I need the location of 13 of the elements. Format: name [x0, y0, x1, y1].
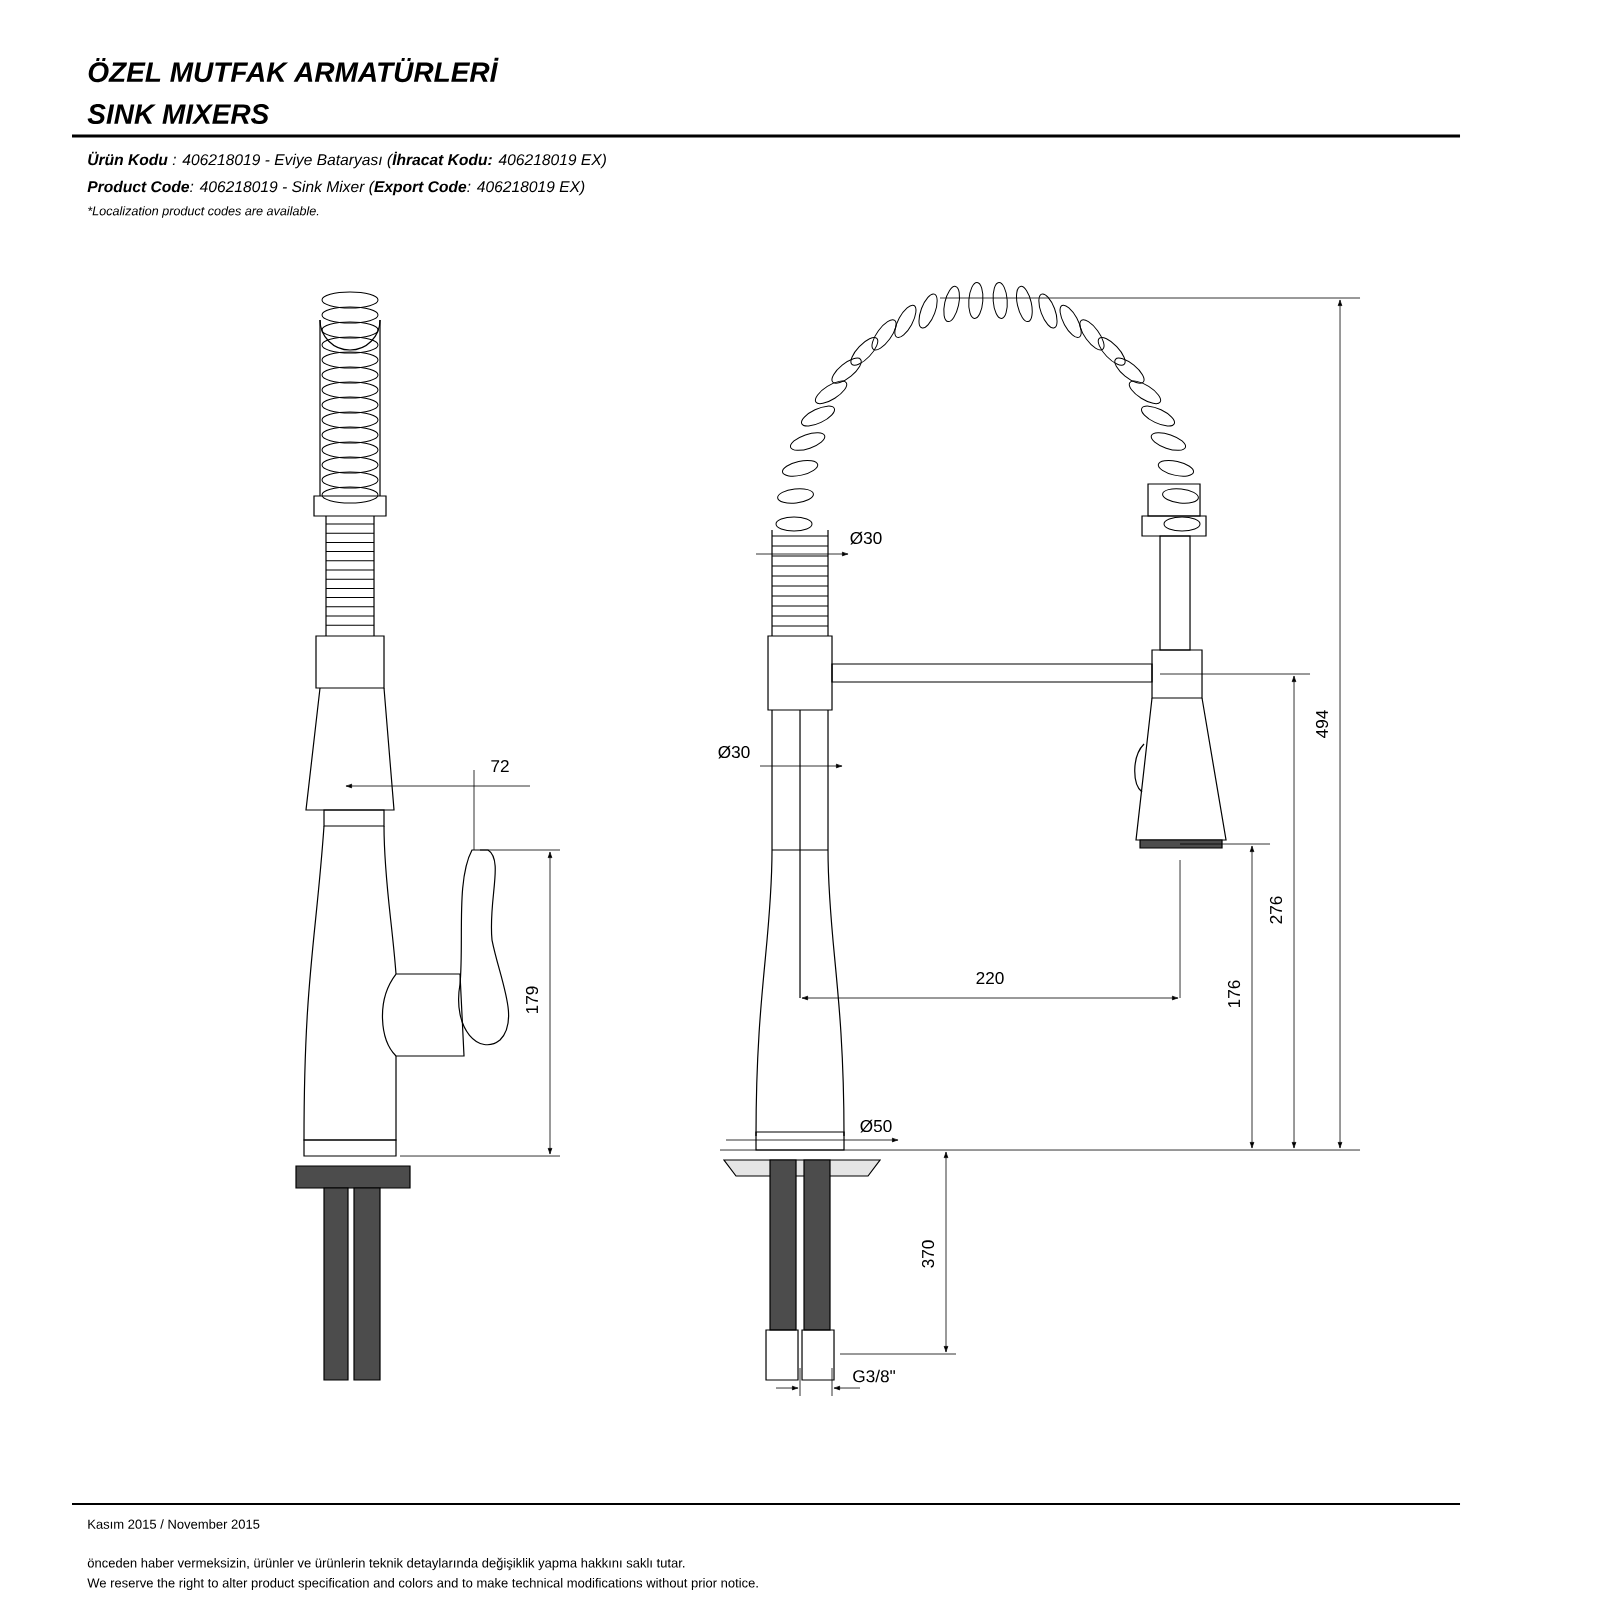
dimension-label: 370 — [919, 1237, 937, 1271]
dimension-label: 72 — [488, 758, 512, 774]
dimension-label: 179 — [523, 983, 541, 1017]
dimension-label: 176 — [1225, 977, 1243, 1011]
subtitle: SINK MIXERS — [87, 104, 269, 124]
title: ÖZEL MUTFAK ARMATÜRLERİ — [88, 57, 499, 83]
dimension-label: 276 — [1267, 893, 1285, 927]
dimension-label: Ø30 — [715, 743, 753, 761]
dimension-label: 494 — [1313, 707, 1331, 741]
dimension-label: Ø30 — [847, 529, 885, 547]
dimension-label: 220 — [973, 969, 1007, 987]
dimension-label: G3/8" — [850, 1367, 898, 1385]
dimension-label: Ø50 — [857, 1117, 895, 1135]
